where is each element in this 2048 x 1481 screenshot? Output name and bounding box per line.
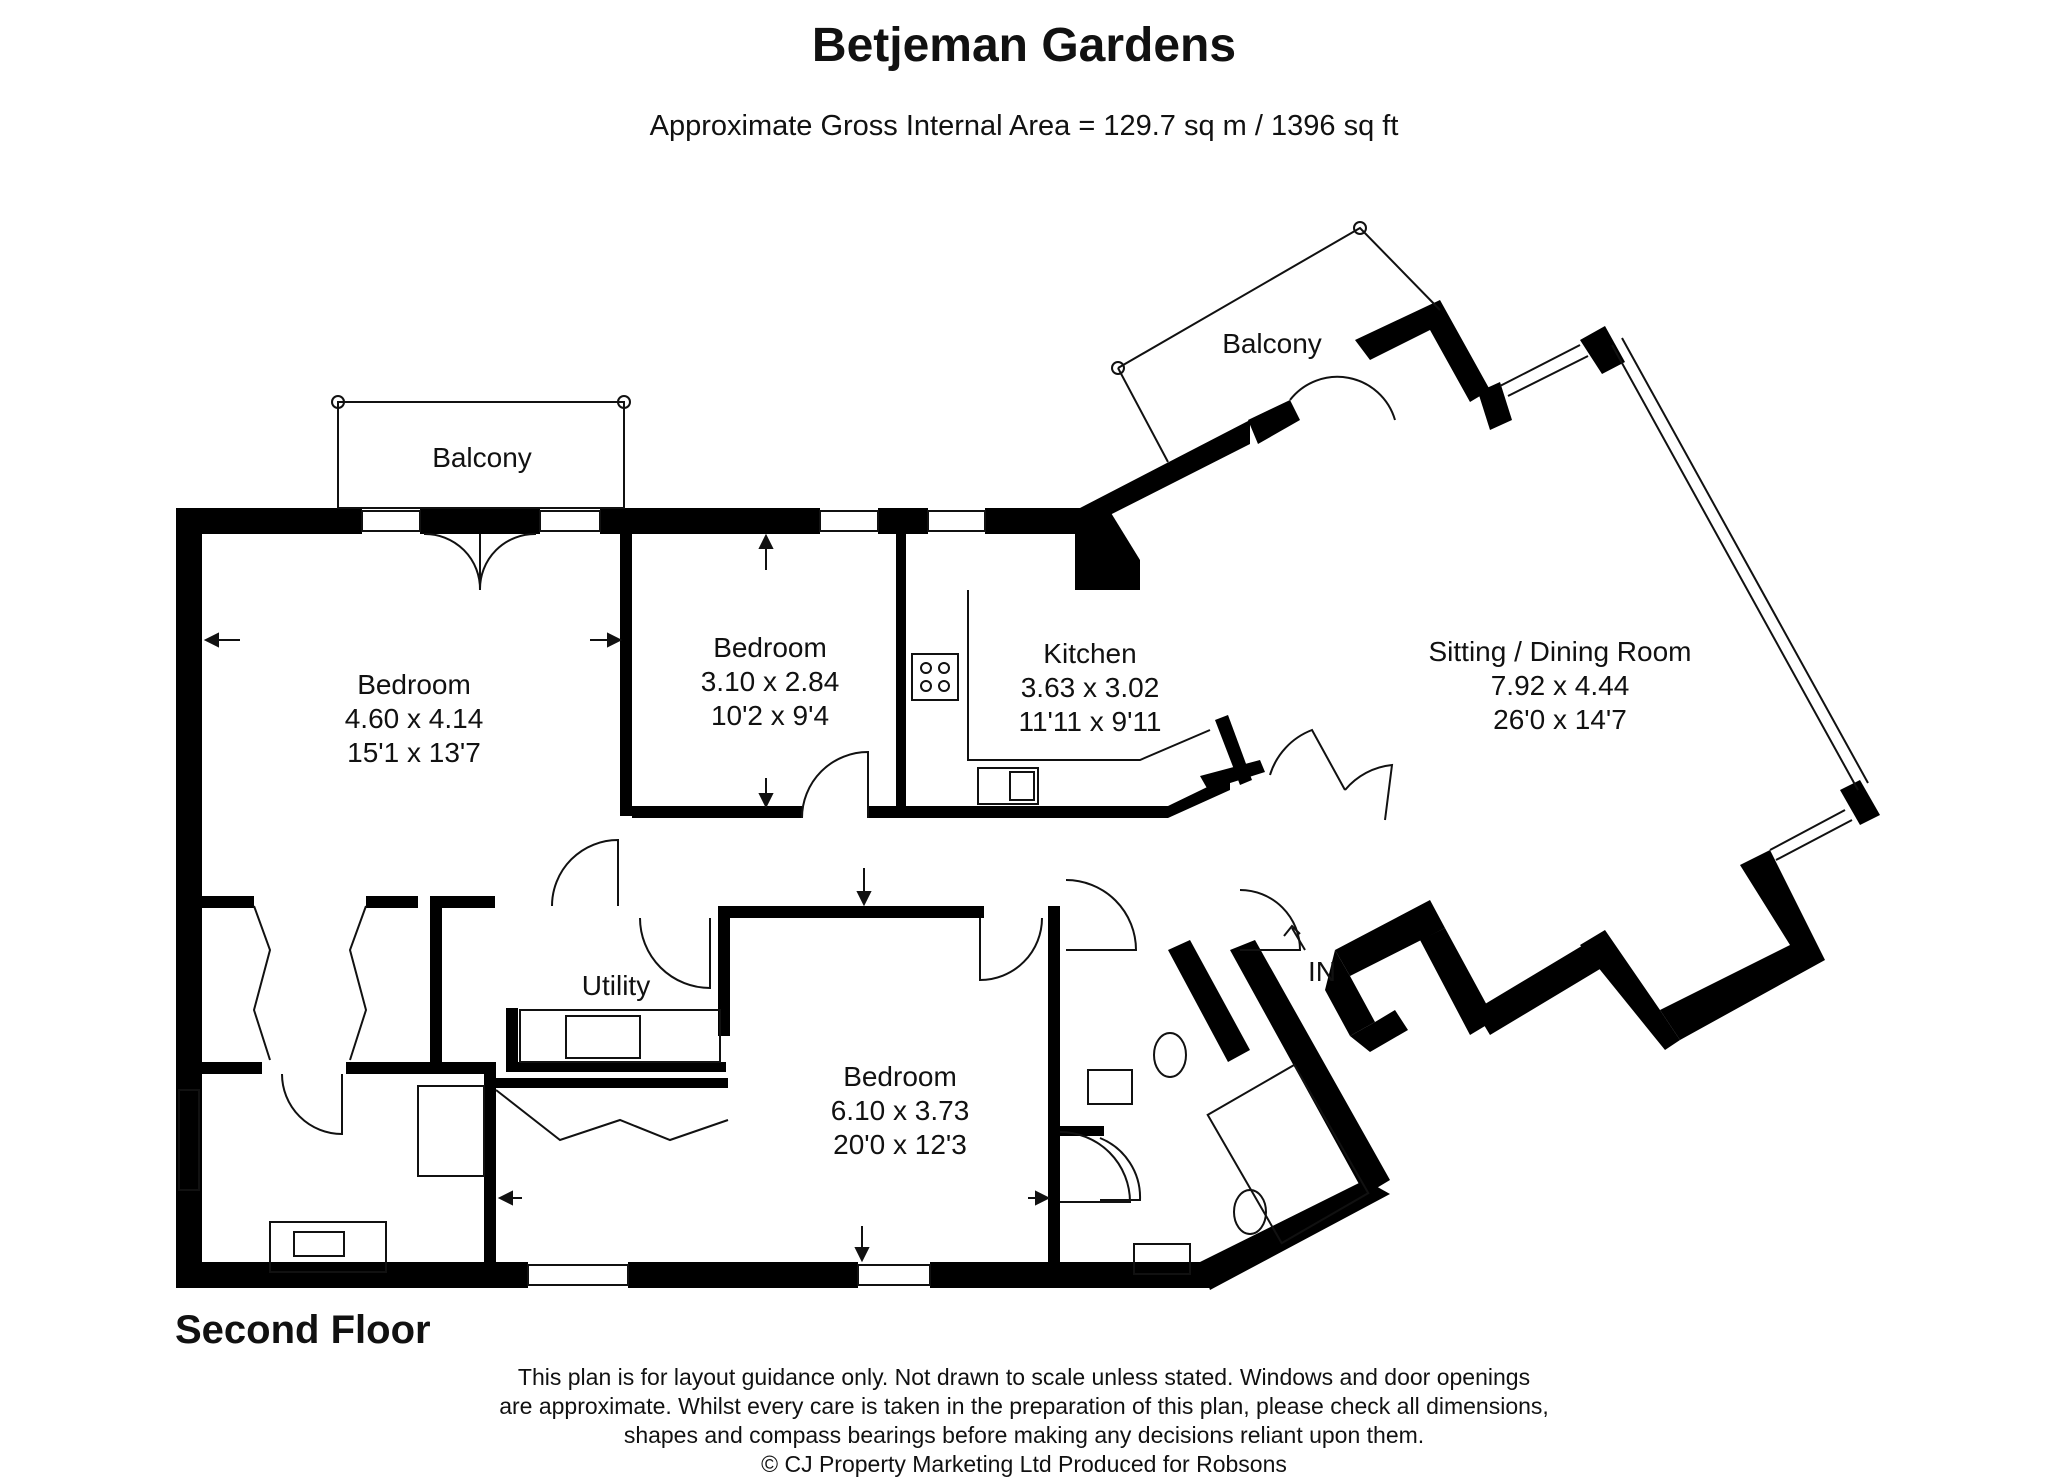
- disclaimer-line: shapes and compass bearings before makin…: [623, 1422, 1425, 1448]
- kitchen-name: Kitchen: [1043, 638, 1136, 669]
- bedroom2-name: Bedroom: [713, 632, 827, 663]
- gross-area: Approximate Gross Internal Area = 129.7 …: [649, 110, 1399, 142]
- walls: [176, 300, 1880, 1290]
- bedroom1-imperial: 15'1 x 13'7: [347, 737, 481, 768]
- bedroom1-name: Bedroom: [357, 669, 471, 700]
- bedroom3-metric: 6.10 x 3.73: [831, 1095, 970, 1126]
- kitchen-metric: 3.63 x 3.02: [1021, 672, 1160, 703]
- kitchen-imperial: 11'11 x 9'11: [1018, 706, 1161, 737]
- floor-label: Second Floor: [175, 1308, 431, 1352]
- fixtures: [178, 221, 1869, 1286]
- utility-name: Utility: [582, 970, 650, 1001]
- balcony-left-label: Balcony: [432, 442, 532, 473]
- sitting-imperial: 26'0 x 14'7: [1493, 704, 1627, 735]
- plan-title: Betjeman Gardens: [811, 19, 1237, 72]
- bedroom2-imperial: 10'2 x 9'4: [711, 700, 829, 731]
- bedroom1-metric: 4.60 x 4.14: [345, 703, 484, 734]
- balcony-left-outline: [337, 401, 625, 509]
- entrance-label: IN: [1308, 956, 1336, 987]
- sitting-metric: 7.92 x 4.44: [1491, 670, 1630, 701]
- disclaimer-line: are approximate. Whilst every care is ta…: [499, 1393, 1549, 1419]
- dimension-arrows: [203, 533, 1051, 1263]
- entrance-arrow: [1283, 924, 1306, 951]
- disclaimer-line: This plan is for layout guidance only. N…: [517, 1364, 1531, 1390]
- bedroom3-name: Bedroom: [843, 1061, 957, 1092]
- balcony-right-label: Balcony: [1222, 328, 1322, 359]
- disclaimer: This plan is for layout guidance only. N…: [0, 1363, 2048, 1479]
- bedroom3-imperial: 20'0 x 12'3: [833, 1129, 967, 1160]
- sitting-name: Sitting / Dining Room: [1428, 636, 1691, 667]
- copyright-line: © CJ Property Marketing Ltd Produced for…: [761, 1451, 1287, 1477]
- bedroom2-metric: 3.10 x 2.84: [701, 666, 840, 697]
